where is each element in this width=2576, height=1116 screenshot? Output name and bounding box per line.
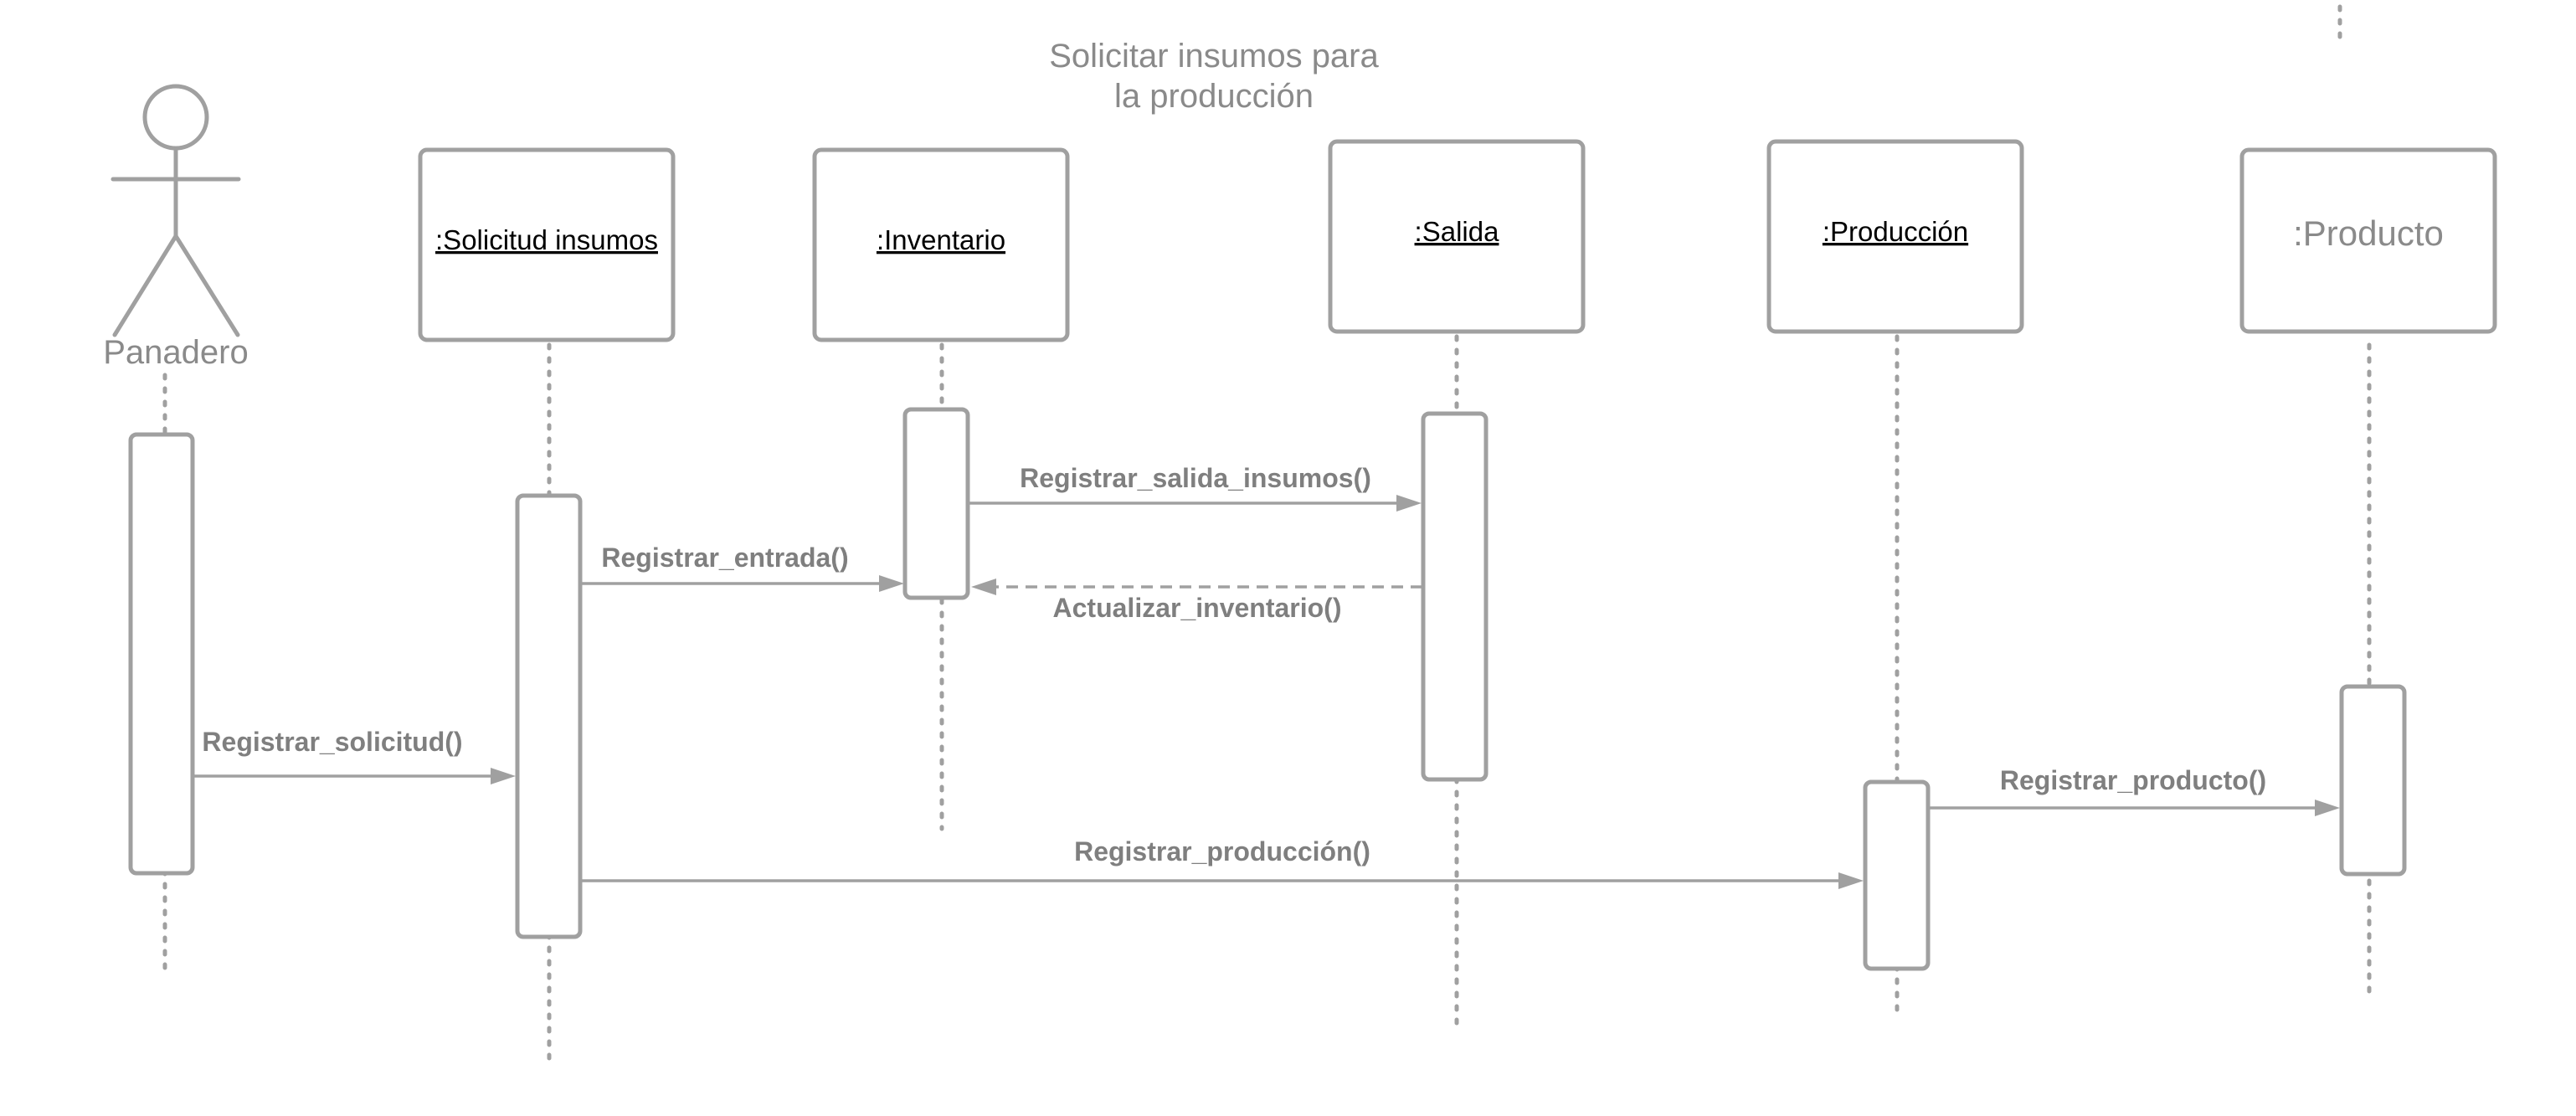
object-salida[interactable]: :Salida [1328, 139, 1586, 334]
object-box [812, 147, 1070, 342]
diagram-title-line-2: la producción [1114, 78, 1314, 115]
message-registrar-entrada[interactable]: Registrar_entrada() [581, 543, 904, 592]
arrowhead-icon [971, 579, 996, 595]
message-actualizar-inventario[interactable]: Actualizar_inventario() [971, 579, 1422, 623]
object-label: :Producto [2293, 213, 2444, 253]
arrowhead-icon [491, 768, 516, 784]
object-box [2239, 147, 2497, 334]
object-label: :Inventario [877, 224, 1005, 255]
arrowhead-icon [879, 575, 904, 592]
message-label: Registrar_solicitud() [202, 727, 462, 757]
activation-inventario [902, 407, 970, 600]
activation-producto [2339, 684, 2407, 877]
actor-right-leg [173, 234, 240, 337]
arrowhead-icon [2315, 800, 2340, 816]
diagram-title-line-1: Solicitar insumos para [1049, 38, 1379, 75]
object-box [1328, 139, 1586, 334]
message-label: Registrar_producto() [2000, 765, 2266, 795]
message-label: Registrar_salida_insumos() [1020, 463, 1371, 493]
arrowhead-icon [1396, 495, 1422, 512]
actor-left-leg [112, 234, 178, 337]
message-label: Registrar_producción() [1074, 836, 1370, 867]
message-registrar-solicitud[interactable]: Registrar_solicitud() [193, 727, 516, 784]
object-inventario[interactable]: :Inventario [812, 147, 1070, 342]
object-box [1766, 139, 2024, 334]
message-registrar-produccion[interactable]: Registrar_producción() [581, 836, 1864, 889]
object-label: :Salida [1415, 216, 1500, 247]
actor-label: Panadero [103, 334, 248, 371]
message-registrar-salida-insumos[interactable]: Registrar_salida_insumos() [969, 463, 1422, 512]
message-label: Actualizar_inventario() [1053, 593, 1342, 623]
object-produccion[interactable]: :Producción [1766, 139, 2024, 334]
object-box [418, 147, 676, 342]
activation-salida [1421, 411, 1489, 782]
object-label: :Producción [1823, 216, 1968, 247]
object-producto[interactable]: :Producto [2239, 147, 2497, 334]
object-label: :Solicitud insumos [435, 224, 658, 255]
activation-solicitud-insumos [515, 493, 583, 939]
object-solicitud-insumos[interactable]: :Solicitud insumos [418, 147, 676, 342]
message-label: Registrar_entrada() [601, 543, 848, 573]
activation-produccion [1863, 779, 1931, 971]
activation-panadero [128, 432, 195, 876]
arrowhead-icon [1838, 872, 1864, 889]
actor-head [142, 84, 209, 151]
message-registrar-producto[interactable]: Registrar_producto() [1929, 765, 2340, 816]
actor-panadero[interactable]: Panadero [103, 84, 249, 371]
